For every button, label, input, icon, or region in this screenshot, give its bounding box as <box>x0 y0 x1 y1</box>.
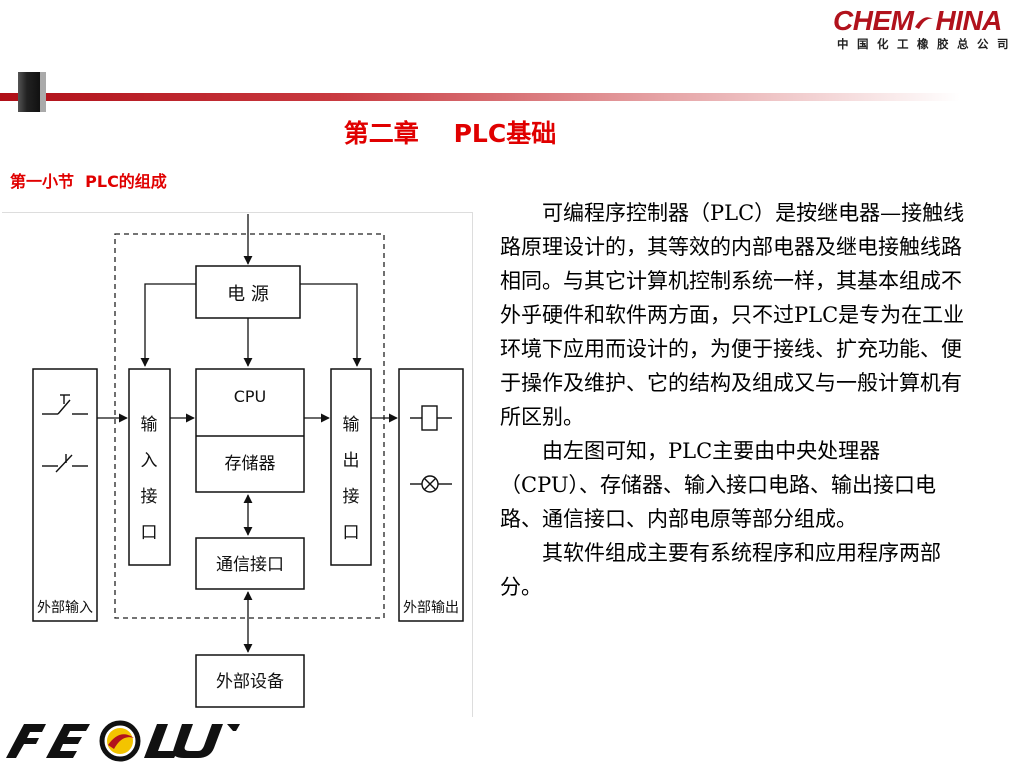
external-input-label: 外部输入 <box>37 600 93 616</box>
wordmark-right: HINA <box>935 5 1002 36</box>
external-device-label: 外部设备 <box>216 672 284 692</box>
swoosh-icon <box>915 17 934 29</box>
chemchina-wordmark: CHEM HINA <box>833 6 1023 36</box>
external-output-box <box>398 368 464 622</box>
lamp-icon <box>410 475 452 493</box>
power-to-input-arrow <box>140 283 196 367</box>
section-subtitle: 第一小节 PLC的组成 <box>10 172 167 191</box>
description-text: 可编程序控制器（PLC）是按继电器—接触线路原理设计的，其等效的内部电器及继电接… <box>500 196 970 604</box>
input-interface-box <box>128 368 171 566</box>
relay-coil-icon <box>410 405 452 431</box>
external-device-box <box>195 654 305 708</box>
input-interface-char-1: 输 <box>141 415 158 435</box>
description-paragraph-2: 由左图可知，PLC主要由中央处理器（CPU）、存储器、输入接口电路、输出接口电路… <box>500 439 937 531</box>
comm-interface-box <box>195 537 305 590</box>
diagram-frame <box>2 212 473 717</box>
power-label: 电 源 <box>227 284 269 305</box>
comm-interface-label: 通信接口 <box>216 555 284 575</box>
cpu-label: CPU <box>234 387 267 406</box>
external-output-label: 外部输出 <box>403 600 459 616</box>
company-cn-name: 中国化工橡胶总公司 <box>837 37 1017 51</box>
plc-structure-diagram: 电 源 CPU 存储器 通信接口 外部设备 输 入 接 口 输 出 接 口 <box>32 214 464 708</box>
switch-no-icon <box>42 394 88 415</box>
aeolus-logo <box>6 720 240 762</box>
header-divider-bar <box>0 93 960 101</box>
input-interface-char-2: 入 <box>141 451 158 471</box>
output-interface-char-3: 接 <box>343 487 360 507</box>
input-interface-char-4: 口 <box>141 523 158 543</box>
output-interface-char-2: 出 <box>343 451 360 471</box>
header-accent-block <box>18 72 46 112</box>
wordmark-left: CHEM <box>833 5 914 36</box>
output-interface-box <box>330 368 372 566</box>
output-interface-char-4: 口 <box>343 523 360 543</box>
output-interface-char-1: 输 <box>343 415 360 435</box>
power-box <box>195 265 301 319</box>
external-input-box <box>32 368 98 622</box>
description-paragraph-3: 其软件组成主要有系统程序和应用程序两部分。 <box>500 541 941 599</box>
cpu-box <box>195 368 305 493</box>
power-to-output-arrow <box>300 283 362 367</box>
description-paragraph-1: 可编程序控制器（PLC）是按继电器—接触线路原理设计的，其等效的内部电器及继电接… <box>500 201 965 429</box>
page-title: 第二章 PLC基础 <box>343 119 557 148</box>
switch-nc-icon <box>42 454 88 473</box>
memory-label: 存储器 <box>225 454 276 474</box>
chemchina-logo: CHEM HINA 中国化工橡胶总公司 <box>833 6 1023 58</box>
input-interface-char-3: 接 <box>141 487 158 507</box>
